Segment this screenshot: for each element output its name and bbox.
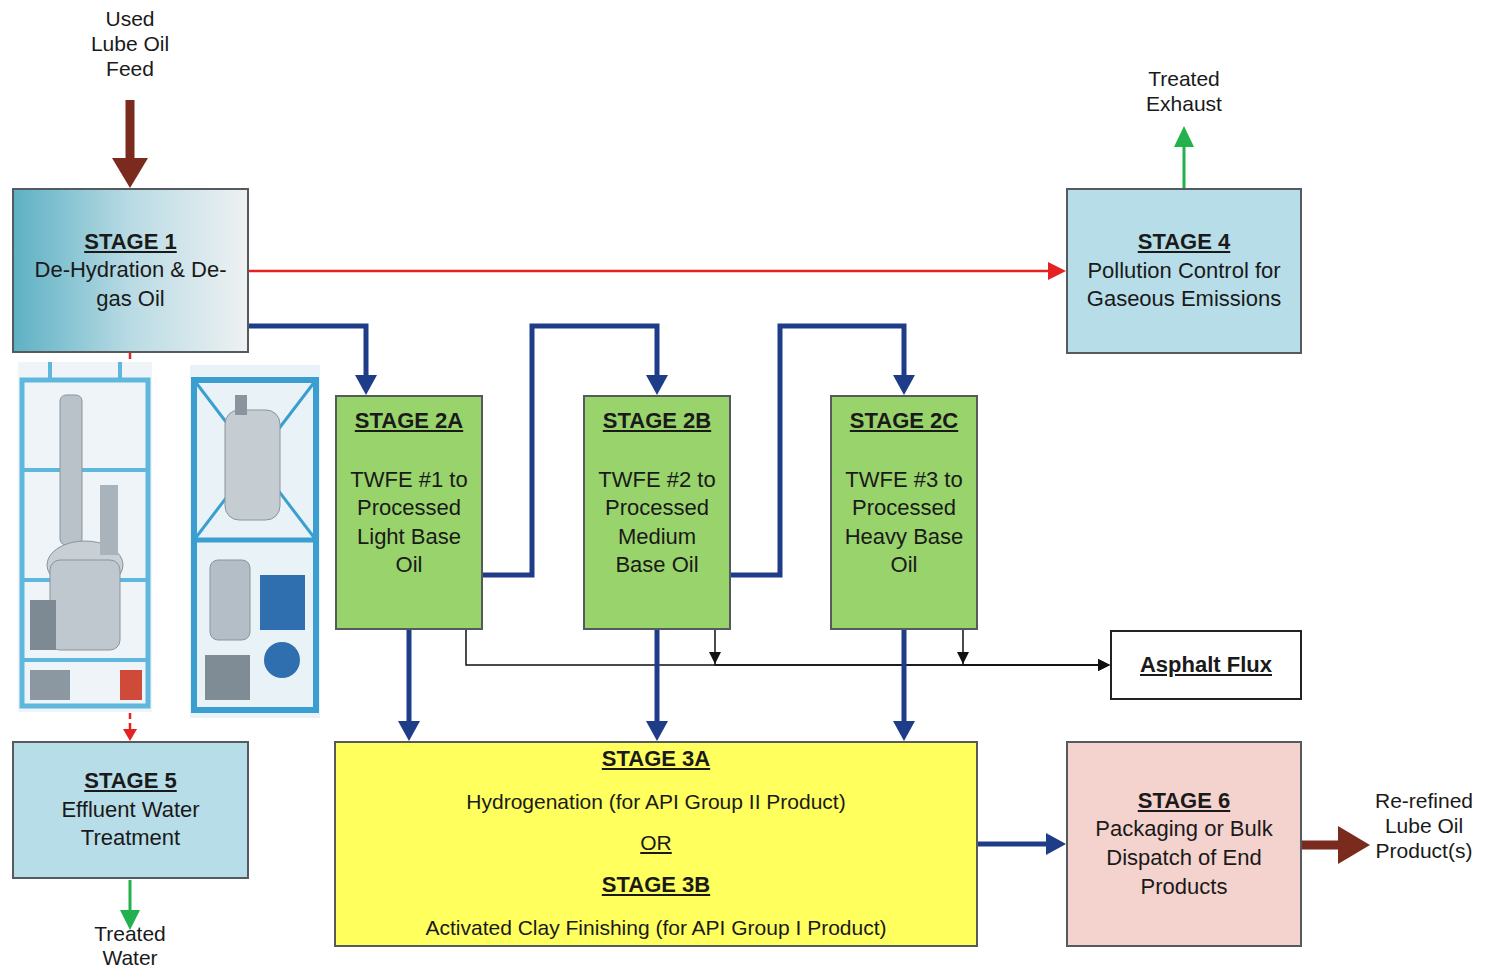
connector-line (978, 842, 1047, 847)
stage-text: Activated Clay Finishing (for API Group … (425, 914, 886, 941)
illustration-part (1174, 126, 1194, 147)
stage-text: TWFE #3 to Processed Heavy Base Oil (838, 466, 970, 580)
flow-label: Used Lube Oil Feed (80, 6, 180, 82)
illustration-part (22, 380, 148, 706)
flow-connector (963, 630, 1110, 671)
flow-label: Re-refined Lube Oil Product(s) (1360, 788, 1488, 864)
illustration-part (22, 658, 148, 662)
flow-connector (398, 630, 420, 741)
flow-connector (646, 630, 668, 741)
illustration-part (30, 600, 56, 650)
process-box: STAGE 3A Hydrogenation (for API Group II … (334, 741, 978, 947)
arrow-head (1098, 659, 1110, 671)
connector-line (655, 630, 660, 722)
illustration-part (190, 365, 320, 718)
illustration-part (118, 362, 122, 380)
process-box: STAGE 2C TWFE #3 to Processed Heavy Base … (830, 395, 978, 630)
connector-line (407, 630, 412, 722)
process-box: STAGE 5Effluent Water Treatment (12, 741, 249, 879)
output-box: Asphalt Flux (1110, 630, 1302, 700)
stage-text: Effluent Water Treatment (24, 796, 237, 853)
connector-line (902, 630, 907, 722)
arrow-head (123, 729, 137, 741)
illustration-part (205, 655, 250, 700)
arrow-head (646, 375, 668, 395)
illustration-part (235, 395, 247, 415)
stage-title: STAGE 3A (602, 745, 710, 774)
stage-text: TWFE #2 to Processed Medium Base Oil (591, 466, 723, 580)
illustration-part (1183, 145, 1186, 188)
stage-text: OR (640, 829, 672, 856)
arrow-head (398, 721, 420, 741)
illustration-part (50, 560, 120, 650)
connector-line (249, 270, 1049, 273)
illustration-part (112, 158, 148, 188)
illustration-part (194, 380, 316, 540)
process-box: STAGE 4Pollution Control for Gaseous Emi… (1066, 188, 1302, 354)
illustration-part (260, 575, 305, 630)
connector-line (963, 630, 1099, 665)
illustration-part (30, 670, 70, 700)
illustration-part (210, 560, 250, 640)
illustration-part (709, 652, 721, 664)
arrow-head (1048, 262, 1066, 280)
arrow-head (646, 721, 668, 741)
stage-title: STAGE 2A (355, 407, 463, 436)
illustration-part (225, 410, 280, 520)
illustration-part (18, 362, 152, 712)
illustration-part (264, 642, 300, 678)
stage-title: STAGE 6 (1138, 787, 1231, 816)
illustration-part (100, 485, 118, 555)
flow-connector (715, 630, 1110, 671)
connector-line (715, 630, 1099, 665)
process-box: STAGE 6Packaging or Bulk Dispatch of End… (1066, 741, 1302, 947)
arrow-head (893, 721, 915, 741)
illustration-part (48, 362, 52, 380)
flow-connector (466, 630, 1110, 671)
arrow-head (1046, 833, 1066, 855)
illustration-part (194, 380, 316, 710)
stage-text: Hydrogenation (for API Group II Product) (466, 788, 845, 815)
illustration-part (194, 538, 316, 543)
illustration-part (1302, 841, 1340, 850)
illustration-part (1338, 826, 1370, 864)
illustration-part (190, 365, 320, 718)
illustration-part (126, 100, 135, 160)
illustration-part (129, 880, 132, 912)
illustration-part (22, 468, 148, 472)
flow-label: Treated Exhaust (1124, 66, 1244, 116)
stage-text: Packaging or Bulk Dispatch of End Produc… (1078, 815, 1290, 901)
arrow-head (893, 375, 915, 395)
illustration-part (120, 670, 142, 700)
flow-connector (893, 630, 915, 741)
stage-title: STAGE 3B (602, 871, 710, 900)
illustration-part (60, 395, 82, 545)
stage-text: TWFE #1 to Processed Light Base Oil (343, 466, 475, 580)
stage-text: De-Hydration & De-gas Oil (24, 256, 237, 313)
flow-label: Treated Water (72, 922, 188, 969)
stage-title: Asphalt Flux (1140, 651, 1272, 680)
arrow-head (355, 375, 377, 395)
illustration-part (18, 362, 152, 712)
process-box: STAGE 2B TWFE #2 to Processed Medium Base… (583, 395, 731, 630)
illustration-part (194, 380, 316, 540)
stage-text: Pollution Control for Gaseous Emissions (1078, 257, 1290, 314)
process-box: STAGE 2A TWFE #1 to Processed Light Base … (335, 395, 483, 630)
flow-connector (978, 833, 1066, 855)
stage-title: STAGE 2B (603, 407, 711, 436)
arrow-head (1098, 659, 1110, 671)
process-box: STAGE 1De-Hydration & De-gas Oil (12, 188, 249, 353)
stage-title: STAGE 4 (1138, 228, 1231, 257)
stage-title: STAGE 1 (84, 228, 177, 257)
stage-title: STAGE 5 (84, 767, 177, 796)
connector-line (466, 630, 1099, 665)
illustration-part (957, 652, 969, 664)
flow-connector (249, 262, 1066, 280)
stage-title: STAGE 2C (850, 407, 958, 436)
arrow-head (1098, 659, 1110, 671)
